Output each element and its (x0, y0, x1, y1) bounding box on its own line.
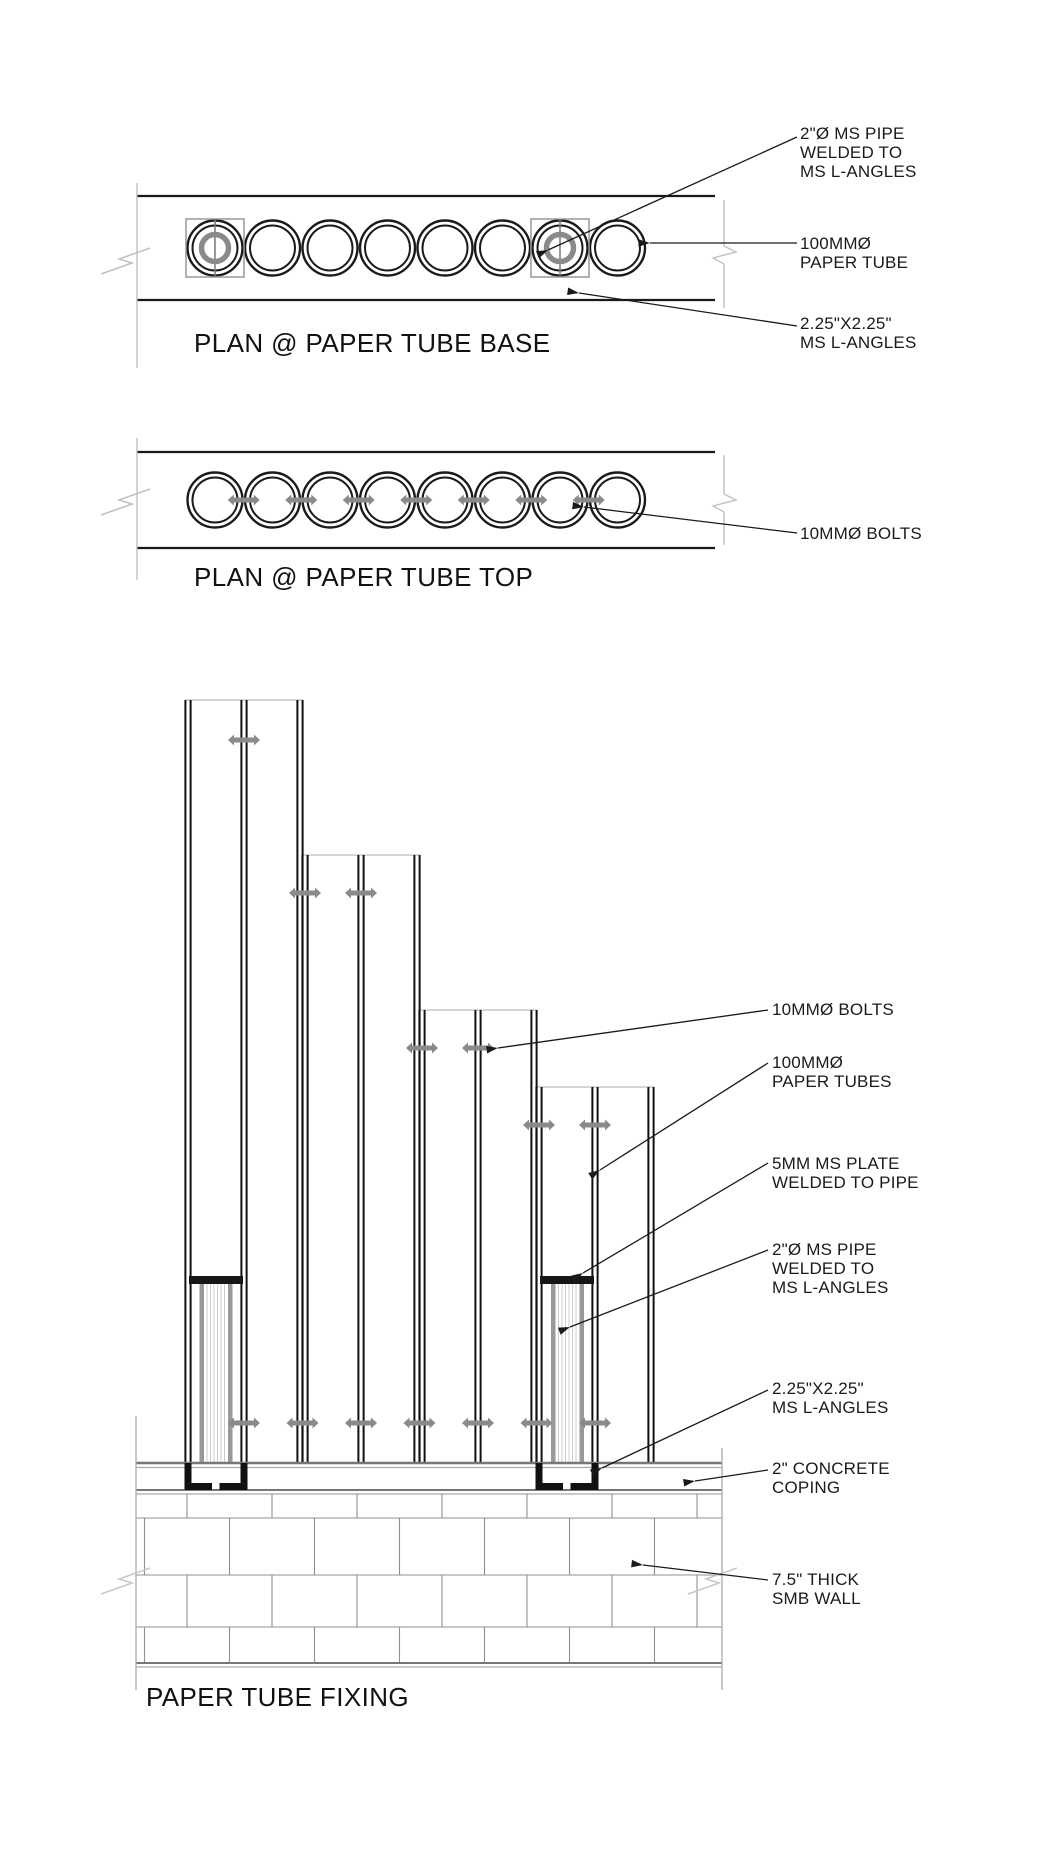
annotation-elev-bolts: 10MMØ BOLTS (772, 1000, 894, 1019)
annotation-plan-base-pipe: 2"Ø MS PIPE WELDED TO MS L-ANGLES (800, 124, 917, 181)
wall-side-edges (135, 1416, 723, 1690)
break-line-right (711, 200, 738, 308)
brick-wall (136, 1494, 722, 1663)
paper-tube-circles-base (186, 219, 647, 277)
plan-top-title: PLAN @ PAPER TUBE TOP (194, 562, 534, 592)
elevation-title: PAPER TUBE FIXING (146, 1682, 410, 1712)
break-line-right (711, 455, 738, 545)
annotation-plan-top-bolts: 10MMØ BOLTS (800, 524, 922, 543)
break-mark (100, 247, 151, 275)
annotation-plan-base-tube: 100MMØ PAPER TUBE (800, 234, 909, 272)
plan-top-view (100, 438, 798, 580)
ms-pipe-post-right (551, 1284, 584, 1463)
leader-lines-elevation (486, 1009, 769, 1581)
annotation-plan-base-angles: 2.25"X2.25" MS L-ANGLES (800, 314, 917, 352)
leader-line-bolts (572, 501, 798, 534)
annotation-elev-angles: 2.25"X2.25" MS L-ANGLES (772, 1379, 889, 1417)
ms-pipe-post-left (199, 1284, 233, 1463)
annotation-elev-wall: 7.5" THICK SMB WALL (772, 1570, 861, 1608)
plan-base-title: PLAN @ PAPER TUBE BASE (194, 328, 551, 358)
l-angle-bracket-left (184, 1463, 248, 1490)
annotation-elev-coping: 2" CONCRETE COPING (772, 1459, 890, 1497)
ms-plate (189, 1276, 594, 1284)
plan-base-view (100, 136, 798, 368)
tube-top-lines (185, 699, 654, 1088)
bolt-symbols-plan-top (227, 494, 605, 506)
l-angle-bracket-right (535, 1463, 599, 1490)
elevation-view (100, 699, 769, 1690)
ms-pipe-assembly (186, 219, 589, 277)
annotation-elev-plate: 5MM MS PLATE WELDED TO PIPE (772, 1154, 919, 1192)
wall-break-marks (100, 1567, 738, 1595)
leader-lines-plan-base (535, 136, 798, 327)
break-mark (100, 488, 151, 516)
annotation-elev-pipe: 2"Ø MS PIPE WELDED TO MS L-ANGLES (772, 1240, 889, 1297)
paper-tube-lines (184, 700, 655, 1463)
annotation-elev-tubes: 100MMØ PAPER TUBES (772, 1053, 892, 1091)
